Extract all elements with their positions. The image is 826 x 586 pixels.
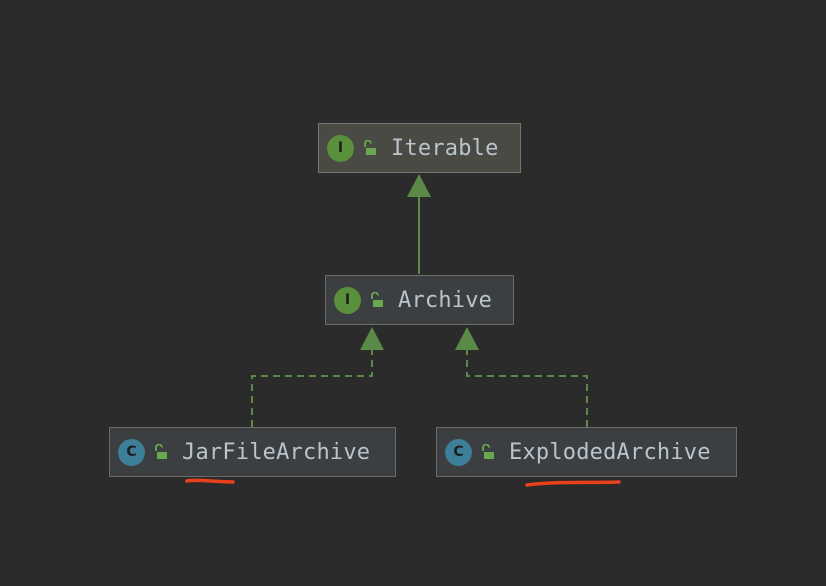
node-label: Iterable: [391, 135, 499, 161]
unlocked-padlock-icon: [482, 444, 494, 459]
unlocked-padlock-icon: [364, 140, 376, 155]
underline-jarfilearchive: [185, 478, 235, 484]
node-label: Archive: [398, 287, 493, 313]
node-jarfilearchive[interactable]: C JarFileArchive: [109, 427, 396, 477]
arrowhead-archive-right: [455, 327, 479, 350]
interface-icon: I: [327, 134, 354, 162]
node-explodedarchive[interactable]: C ExplodedArchive: [436, 427, 737, 477]
class-icon: C: [445, 438, 472, 466]
unlocked-padlock-icon: [155, 444, 167, 459]
class-icon: C: [118, 438, 145, 466]
edge-jarfilearchive-implements-archive: [251, 349, 373, 427]
node-archive[interactable]: I Archive: [325, 275, 514, 325]
node-iterable[interactable]: I Iterable: [318, 123, 521, 173]
edge-explodedarchive-implements-archive: [466, 349, 588, 427]
arrowhead-iterable: [407, 174, 431, 197]
underline-explodedarchive: [525, 480, 621, 487]
arrowhead-archive-left: [360, 327, 384, 350]
unlocked-padlock-icon: [371, 292, 383, 307]
node-label: JarFileArchive: [182, 439, 371, 465]
interface-icon: I: [334, 286, 361, 314]
node-label: ExplodedArchive: [509, 439, 711, 465]
